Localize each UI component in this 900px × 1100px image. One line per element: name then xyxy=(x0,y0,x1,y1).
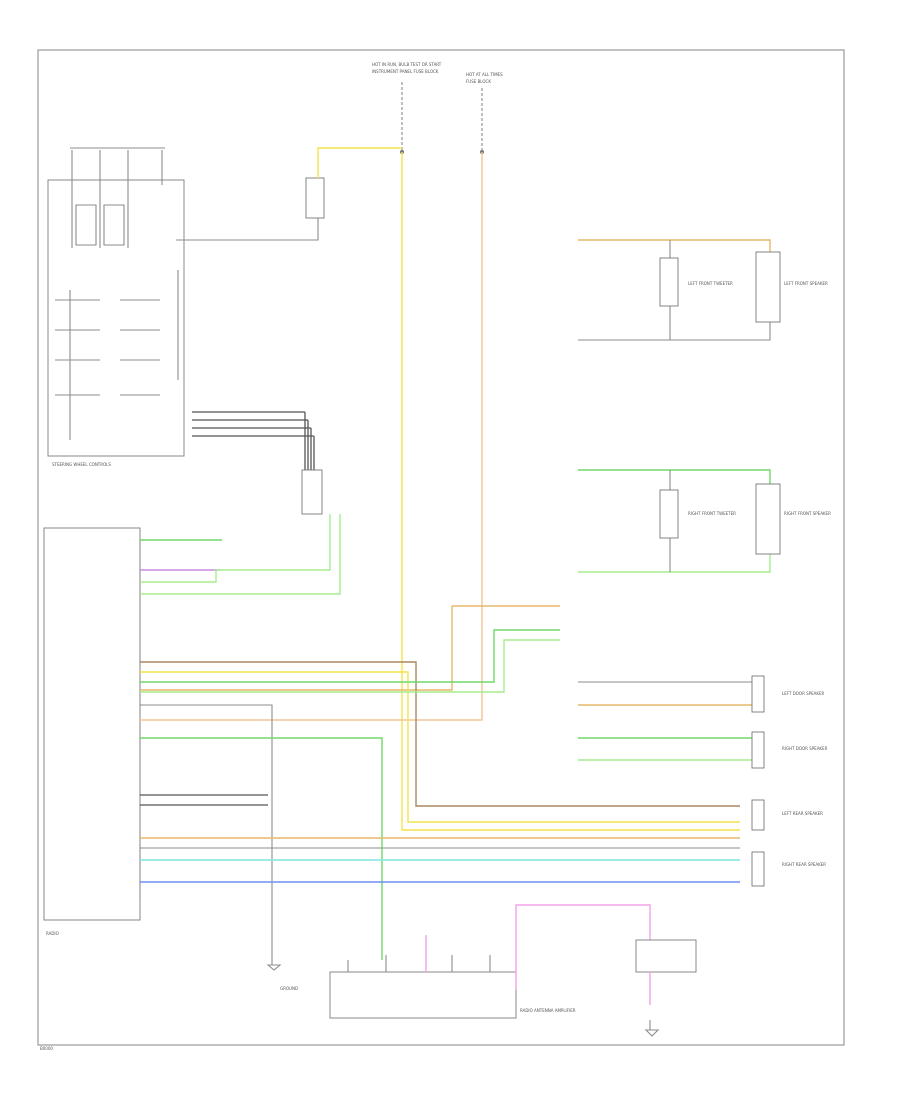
steering-controls-label: STEERING WHEEL CONTROLS xyxy=(52,462,111,467)
svg-text:LEFT DOOR SPEAKER: LEFT DOOR SPEAKER xyxy=(782,691,824,696)
right-front-speaker-group: RIGHT FRONT TWEETER RIGHT FRONT SPEAKER xyxy=(578,469,831,573)
left-door-speaker-group: LEFT DOOR SPEAKER xyxy=(578,675,824,713)
steering-controls-box xyxy=(47,179,185,457)
left-rear-speaker xyxy=(751,799,765,831)
fuse-block-run: HOT IN RUN, BULB TEST OR START INSTRUMEN… xyxy=(372,62,442,154)
svg-text:LEFT FRONT SPEAKER: LEFT FRONT SPEAKER xyxy=(784,281,828,286)
left-rear-speaker-group: LEFT REAR SPEAKER xyxy=(751,799,823,831)
diagram-id: B0000 xyxy=(40,1046,53,1051)
svg-text:LEFT FRONT TWEETER: LEFT FRONT TWEETER xyxy=(688,281,733,286)
left-front-speaker-group: LEFT FRONT TWEETER LEFT FRONT SPEAKER xyxy=(578,239,828,341)
fuse-sublabel-run: INSTRUMENT PANEL FUSE BLOCK xyxy=(372,69,439,74)
fuse-label-run: HOT IN RUN, BULB TEST OR START xyxy=(372,62,442,67)
fuse-block-hot: HOT AT ALL TIMES FUSE BLOCK xyxy=(466,72,503,154)
svg-text:RADIO ANTENNA AMPLIFIER: RADIO ANTENNA AMPLIFIER xyxy=(520,1008,576,1013)
right-rear-speaker-group: RIGHT REAR SPEAKER xyxy=(751,851,826,887)
antenna-amplifier-module: RADIO ANTENNA AMPLIFIER xyxy=(329,904,651,1019)
right-door-speaker-group: RIGHT DOOR SPEAKER xyxy=(578,731,828,769)
fuse-sublabel-hot: FUSE BLOCK xyxy=(466,79,491,84)
radio-label: RADIO xyxy=(46,931,59,936)
svg-text:RIGHT REAR SPEAKER: RIGHT REAR SPEAKER xyxy=(782,862,826,867)
right-rear-speaker xyxy=(751,851,765,887)
radio-box xyxy=(43,527,141,921)
radio-control-box xyxy=(635,939,697,1030)
right-front-speaker xyxy=(755,483,781,555)
right-door-speaker xyxy=(751,731,765,769)
amplifier-box xyxy=(329,971,517,1019)
steering-wheel-controls: STEERING WHEEL CONTROLS xyxy=(47,147,315,470)
clock-spring-bottom xyxy=(301,469,323,515)
left-front-tweeter xyxy=(659,257,679,307)
left-door-speaker xyxy=(751,675,765,713)
radio-unit: RADIO xyxy=(43,527,141,936)
left-front-speaker xyxy=(755,251,781,323)
ground-symbol: GROUND xyxy=(266,964,660,1037)
svg-text:RIGHT DOOR SPEAKER: RIGHT DOOR SPEAKER xyxy=(782,746,828,751)
right-front-tweeter xyxy=(659,489,679,539)
svg-text:RIGHT FRONT TWEETER: RIGHT FRONT TWEETER xyxy=(688,511,736,516)
svg-text:GROUND: GROUND xyxy=(280,986,298,991)
control-head-box xyxy=(635,939,697,973)
clock-spring-top xyxy=(176,147,402,241)
svg-text:RIGHT FRONT SPEAKER: RIGHT FRONT SPEAKER xyxy=(784,511,831,516)
svg-text:LEFT REAR SPEAKER: LEFT REAR SPEAKER xyxy=(782,811,823,816)
fuse-label-hot: HOT AT ALL TIMES xyxy=(466,72,503,77)
diagram-frame xyxy=(37,49,845,1046)
